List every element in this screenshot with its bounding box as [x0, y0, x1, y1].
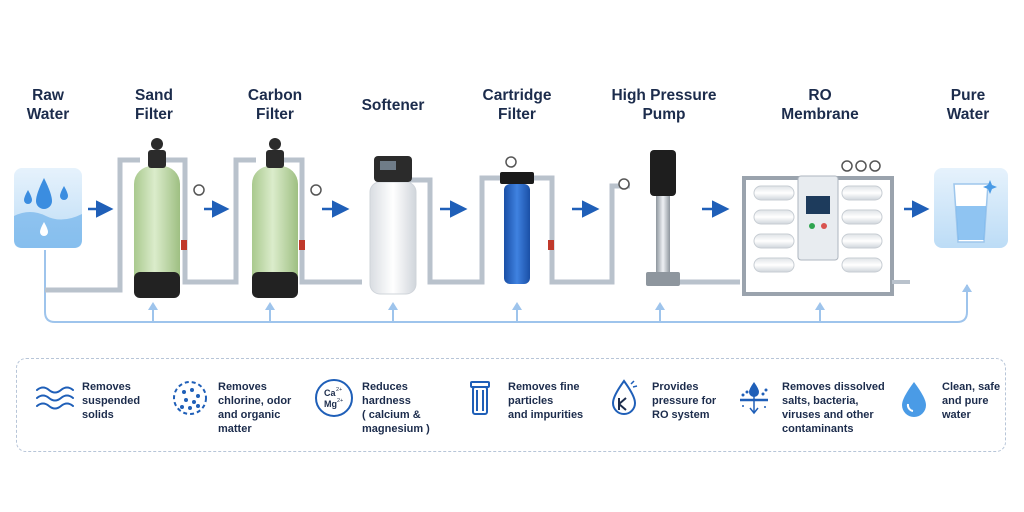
carbon-filter-equipment: [212, 138, 350, 298]
legend-text-sand: Removes suspended solids: [82, 381, 141, 421]
raw-water-tile: [14, 168, 82, 248]
calcium-magnesium-icon: Ca 2+ Mg 2+: [315, 379, 353, 417]
legend-text-pump: Provides pressure for RO system: [652, 381, 717, 421]
stage-title-softener: Softener: [361, 97, 425, 114]
softener-equipment: [350, 156, 470, 295]
legend-item-carbon: Removes chlorine, odor and organic matte…: [170, 378, 291, 436]
water-drop-icon: [902, 382, 926, 417]
pump-equipment: [600, 150, 740, 286]
pure-water-tile: [934, 168, 1008, 248]
icon-text-ca: Ca: [324, 388, 336, 398]
legend-item-cartridge: Removes fine particles and impurities: [460, 378, 583, 422]
legend-item-ro: Removes dissolved salts, bacteria, virus…: [734, 378, 885, 436]
legend-item-pump: Provides pressure for RO system: [604, 378, 716, 422]
legend-item-sand: Removes suspended solids: [34, 378, 140, 422]
sand-filter-equipment: [45, 138, 212, 298]
legend-text-carbon: Removes chlorine, odor and organic matte…: [218, 381, 292, 435]
ro-membrane-equipment: [742, 160, 910, 296]
return-line: [44, 250, 968, 323]
legend-text-cartridge: Removes fine particles and impurities: [508, 381, 584, 421]
legend-item-softener: Ca 2+ Mg 2+ Reduces hardness ( calcium &…: [314, 378, 430, 436]
icon-text-ca-sup: 2+: [336, 387, 342, 393]
icon-text-mg-sup: 2+: [337, 398, 343, 404]
return-line-arrows: [148, 284, 972, 310]
membrane-filtration-icon: [740, 382, 768, 415]
legend-text-softener: Reduces hardness ( calcium & magnesium ): [362, 381, 430, 435]
legend-item-pure: Clean, safe and pure water: [894, 378, 1000, 422]
waves-icon: [36, 386, 74, 410]
cartridge-filter-equipment: [470, 156, 600, 285]
legend-panel: [16, 358, 1006, 452]
icon-text-mg: Mg: [324, 399, 337, 409]
cartridge-icon: [470, 381, 490, 415]
legend-text-pure: Clean, safe and pure water: [942, 381, 1001, 421]
carbon-particles-icon: [173, 381, 207, 415]
legend-text-ro: Removes dissolved salts, bacteria, virus…: [782, 381, 885, 435]
pressure-drop-icon: [611, 379, 638, 415]
